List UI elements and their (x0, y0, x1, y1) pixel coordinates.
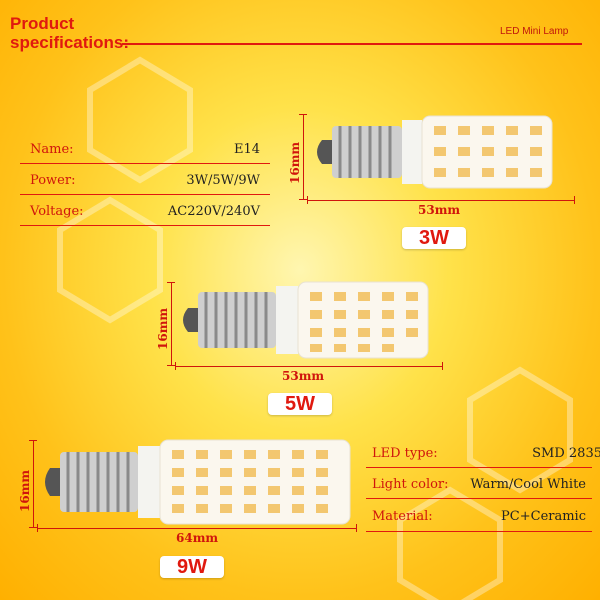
power-badge: 3W (402, 227, 466, 249)
divider (20, 225, 270, 226)
dimension-tick (307, 196, 308, 204)
divider (20, 194, 270, 195)
product-category-label: LED Mini Lamp (500, 26, 569, 37)
lamp-9w-image (45, 439, 351, 525)
spec-key: Voltage: (30, 204, 84, 219)
spec-row-voltage: Voltage: AC220V/240V (30, 204, 260, 224)
dimension-tick (167, 365, 175, 366)
spec-value: SMD 2835 (532, 446, 600, 461)
length-dimension-line (307, 200, 575, 201)
spec-value: AC220V/240V (167, 204, 260, 219)
title-underline (122, 43, 582, 45)
height-dimension-line (33, 440, 34, 528)
dimension-tick (442, 362, 443, 370)
page-title: Product specifications: (10, 14, 129, 52)
spec-value: 3W/5W/9W (186, 173, 260, 188)
title-line-2: specifications: (10, 33, 130, 52)
power-badge: 9W (160, 556, 224, 578)
dimension-tick (175, 362, 176, 370)
length-label: 64mm (176, 531, 219, 545)
length-dimension-line (175, 366, 443, 367)
dimension-tick (574, 196, 575, 204)
spec-row-led-type: LED type: SMD 2835 (372, 446, 600, 466)
dimension-tick (37, 524, 38, 532)
height-dimension-line (171, 282, 172, 366)
power-badge: 5W (268, 393, 332, 415)
divider (366, 531, 592, 532)
divider (20, 163, 270, 164)
height-label: 16mm (18, 469, 32, 512)
dimension-tick (167, 282, 175, 283)
dimension-tick (299, 114, 307, 115)
length-dimension-line (37, 528, 357, 529)
spec-key: Power: (30, 173, 76, 188)
dimension-tick (29, 440, 37, 441)
divider (366, 467, 592, 468)
dimension-tick (356, 524, 357, 532)
spec-key: Name: (30, 142, 74, 157)
height-label: 16mm (156, 307, 170, 350)
lamp-5w-image (183, 281, 429, 359)
dimension-tick (299, 199, 307, 200)
spec-row-power: Power: 3W/5W/9W (30, 173, 260, 193)
spec-key: LED type: (372, 446, 438, 461)
divider (366, 498, 592, 499)
title-line-1: Product (10, 14, 75, 33)
spec-key: Light color: (372, 477, 449, 492)
spec-value: PC+Ceramic (501, 509, 586, 524)
height-dimension-line (303, 114, 304, 200)
spec-row-material: Material: PC+Ceramic (372, 509, 586, 529)
length-label: 53mm (282, 369, 325, 383)
height-label: 16mm (288, 141, 302, 184)
spec-key: Material: (372, 509, 433, 524)
spec-value: Warm/Cool White (470, 477, 586, 492)
dimension-tick (29, 527, 37, 528)
spec-row-name: Name: E14 (30, 142, 260, 162)
spec-row-light-color: Light color: Warm/Cool White (372, 477, 586, 497)
length-label: 53mm (418, 203, 461, 217)
lamp-3w-image (317, 115, 553, 189)
spec-value: E14 (233, 142, 260, 157)
